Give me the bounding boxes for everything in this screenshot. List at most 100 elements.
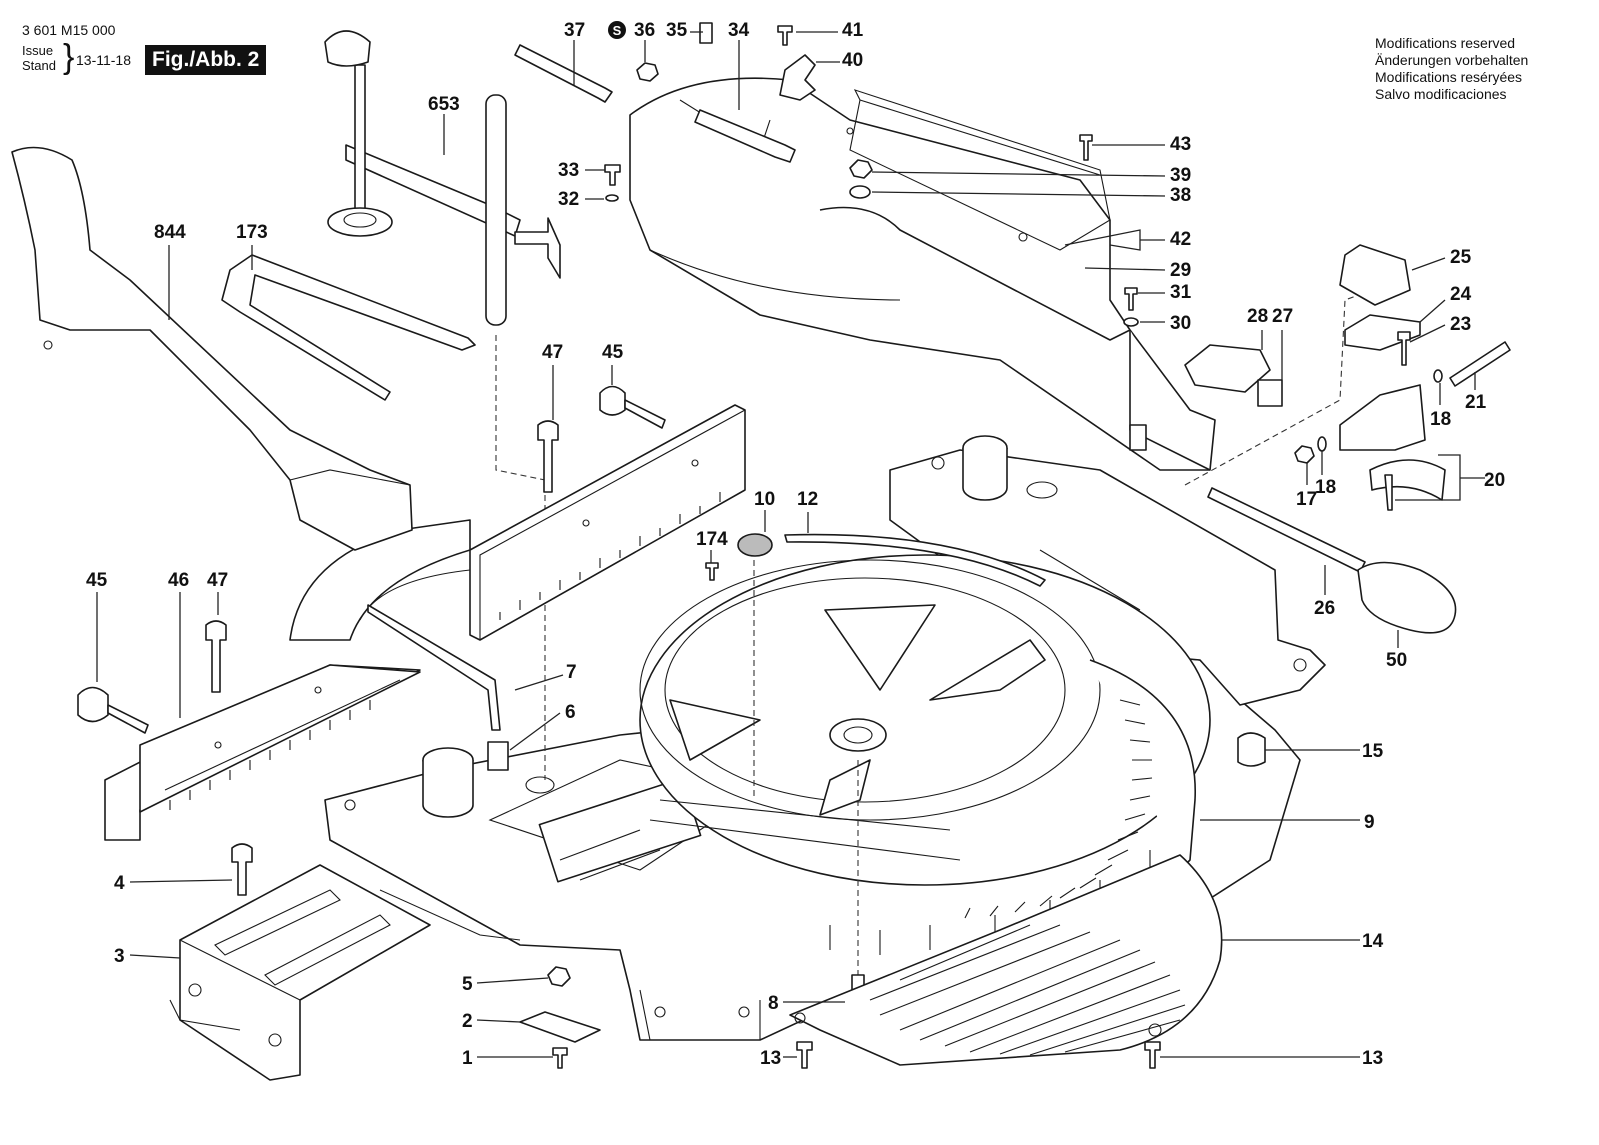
issue-brace: }: [63, 38, 75, 76]
pad-28: [1184, 344, 1271, 393]
issue-label: Issue Stand: [22, 43, 56, 73]
label-14: 14: [1362, 931, 1384, 952]
table-extension-arm: [11, 146, 413, 551]
figure-label: Fig./Abb. 2: [145, 45, 267, 75]
label-8: 8: [768, 993, 779, 1014]
turntable: [639, 554, 1211, 955]
label-47-left: 47: [207, 570, 228, 591]
foot-3: [169, 864, 431, 1081]
label-844: 844: [154, 222, 186, 243]
label-46: 46: [168, 570, 189, 591]
modifications-notice: Modifications reserved Änderungen vorbeh…: [1375, 35, 1528, 103]
label-17: 17: [1296, 489, 1317, 510]
washer-32: [605, 194, 619, 202]
screw-13-right: [1144, 1041, 1161, 1069]
bracket-2: [519, 1011, 601, 1043]
label-18-top: 18: [1430, 409, 1451, 430]
label-45-right: 45: [602, 342, 624, 363]
screw-13-left: [796, 1041, 813, 1069]
label-34: 34: [728, 20, 750, 41]
screw-1: [552, 1047, 568, 1069]
screw-23: [1397, 331, 1411, 366]
bolt-34: [694, 109, 796, 163]
left-fence: [104, 664, 421, 841]
label-40: 40: [842, 50, 863, 71]
label-2: 2: [462, 1011, 473, 1032]
label-30: 30: [1170, 313, 1191, 334]
label-20: 20: [1484, 470, 1505, 491]
label-26: 26: [1314, 598, 1335, 619]
bracket-25: [1339, 244, 1411, 306]
right-fence: [469, 404, 746, 641]
label-15: 15: [1362, 741, 1384, 762]
modifications-line-en: Modifications reserved: [1375, 35, 1516, 51]
label-13-right: 13: [1362, 1048, 1383, 1069]
foot-15: [1237, 732, 1266, 767]
stud-37: [514, 44, 613, 103]
bolt-47-left: [205, 620, 227, 693]
label-45-left: 45: [86, 570, 108, 591]
label-1: 1: [462, 1048, 473, 1069]
label-39: 39: [1170, 165, 1191, 186]
modifications-line-fr: Modifications reséryées: [1375, 69, 1523, 85]
nut-17: [1294, 445, 1315, 464]
label-38: 38: [1170, 185, 1191, 206]
label-42: 42: [1170, 229, 1191, 250]
hex-key: [367, 604, 501, 731]
label-3: 3: [114, 946, 125, 967]
washer-30: [1123, 317, 1139, 327]
label-37: 37: [564, 20, 585, 41]
label-6: 6: [565, 702, 576, 723]
label-4: 4: [114, 873, 125, 894]
label-50: 50: [1386, 650, 1407, 671]
screw-43: [1079, 134, 1093, 161]
label-33: 33: [558, 160, 579, 181]
label-653: 653: [428, 94, 460, 115]
label-173: 173: [236, 222, 268, 243]
label-41: 41: [842, 20, 864, 41]
modifications-line-es: Salvo modificaciones: [1375, 86, 1507, 102]
issue-label-de: Stand: [22, 58, 56, 73]
bracket-40: [779, 54, 816, 101]
special-marker: S: [608, 21, 626, 39]
issue-date: 13-11-18: [76, 52, 132, 68]
screw-174: [705, 562, 719, 581]
label-9: 9: [1364, 812, 1375, 833]
label-35: 35: [666, 20, 688, 41]
label-18-bottom: 18: [1315, 477, 1336, 498]
nut-5: [547, 966, 571, 987]
hold-down-clamp: [324, 30, 561, 326]
special-marker-text: S: [613, 23, 622, 38]
nut-39: [849, 159, 873, 179]
screw-31: [1124, 287, 1138, 311]
screw-4: [231, 843, 253, 896]
part-labels: 37 S 36 35 34 41 40 653 33 32 43 39 38 4…: [86, 20, 1505, 1069]
bolt-21: [1449, 341, 1511, 387]
nut-36: [636, 62, 659, 82]
label-28: 28: [1247, 306, 1268, 327]
label-29: 29: [1170, 260, 1191, 281]
bolt-47-right: [537, 420, 559, 493]
screw-33: [604, 164, 621, 186]
knob-45-right: [599, 385, 626, 416]
label-24: 24: [1450, 284, 1472, 305]
label-27: 27: [1272, 306, 1293, 327]
label-12: 12: [797, 489, 818, 510]
lever-20: [1339, 384, 1426, 451]
turntable-scale-ticks: [964, 699, 1153, 919]
label-36: 36: [634, 20, 655, 41]
label-5: 5: [462, 974, 473, 995]
screw-41: [777, 25, 793, 46]
label-32: 32: [558, 189, 579, 210]
nut-6: [487, 741, 509, 771]
label-25: 25: [1450, 247, 1472, 268]
document-number: 3 601 M15 000: [22, 22, 116, 38]
label-21: 21: [1465, 392, 1487, 413]
label-174: 174: [696, 529, 728, 550]
axis-line-clamp: [495, 335, 546, 780]
knob-50: [1357, 561, 1457, 634]
washer-38: [849, 185, 871, 199]
label-43: 43: [1170, 134, 1191, 155]
base-plate-14: [789, 854, 1223, 1066]
spacer-35: [699, 22, 713, 44]
